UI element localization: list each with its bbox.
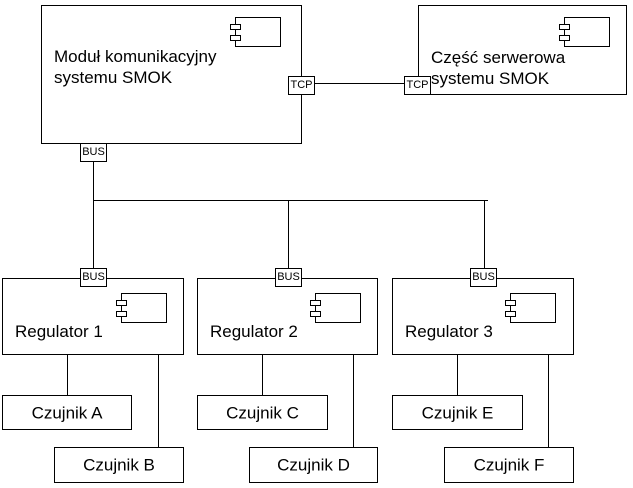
component-icon xyxy=(230,17,281,47)
link-regulator-2-sensor-d xyxy=(353,354,354,448)
sensor-f: Czujnik F xyxy=(444,447,574,483)
comm-bus-port: BUS xyxy=(80,143,107,162)
sensor-a: Czujnik A xyxy=(2,395,132,430)
regulator-3-bus-port: BUS xyxy=(470,268,497,287)
sensor-b-label: Czujnik B xyxy=(83,455,155,475)
link-regulator-3-sensor-f xyxy=(548,354,549,448)
bus-drop-regulator-2 xyxy=(288,200,289,268)
sensor-c-label: Czujnik C xyxy=(226,403,299,422)
regulator-3: Regulator 3 xyxy=(392,278,574,355)
sensor-d: Czujnik D xyxy=(249,447,378,483)
server-module: Część serwerowa systemu SMOK xyxy=(418,5,627,95)
regulator-2: Regulator 2 xyxy=(197,278,378,355)
server-module-label: Część serwerowa systemu SMOK xyxy=(431,48,566,88)
regulator-2-label: Regulator 2 xyxy=(210,322,298,341)
bus-drop-regulator-1 xyxy=(93,200,94,268)
bus-line xyxy=(93,200,488,201)
comm-tcp-port: TCP xyxy=(288,76,315,95)
bus-drop-regulator-3 xyxy=(484,200,485,268)
component-icon xyxy=(310,293,361,323)
tcp-link xyxy=(315,83,405,84)
sensor-f-label: Czujnik F xyxy=(473,455,545,475)
component-icon xyxy=(505,293,556,323)
sensor-e: Czujnik E xyxy=(392,395,523,430)
sensor-d-label: Czujnik D xyxy=(277,455,350,475)
sensor-a-label: Czujnik A xyxy=(31,403,103,422)
link-regulator-1-sensor-b xyxy=(158,354,159,448)
bus-trunk xyxy=(93,161,94,201)
link-regulator-1-sensor-a xyxy=(67,354,68,396)
sensor-b: Czujnik B xyxy=(54,447,184,483)
component-icon xyxy=(116,293,167,323)
component-icon xyxy=(559,17,610,47)
regulator-1-label: Regulator 1 xyxy=(15,322,103,341)
regulator-2-bus-port: BUS xyxy=(275,268,302,287)
server-tcp-port: TCP xyxy=(404,76,431,95)
regulator-3-label: Regulator 3 xyxy=(405,322,493,341)
sensor-e-label: Czujnik E xyxy=(421,403,494,422)
comm-module-label: Moduł komunikacyjny systemu SMOK xyxy=(54,47,217,87)
link-regulator-2-sensor-c xyxy=(262,354,263,396)
regulator-1: Regulator 1 xyxy=(2,278,184,355)
link-regulator-3-sensor-e xyxy=(457,354,458,396)
sensor-c: Czujnik C xyxy=(197,395,328,430)
comm-module: Moduł komunikacyjny systemu SMOK xyxy=(41,5,302,144)
regulator-1-bus-port: BUS xyxy=(80,268,107,287)
